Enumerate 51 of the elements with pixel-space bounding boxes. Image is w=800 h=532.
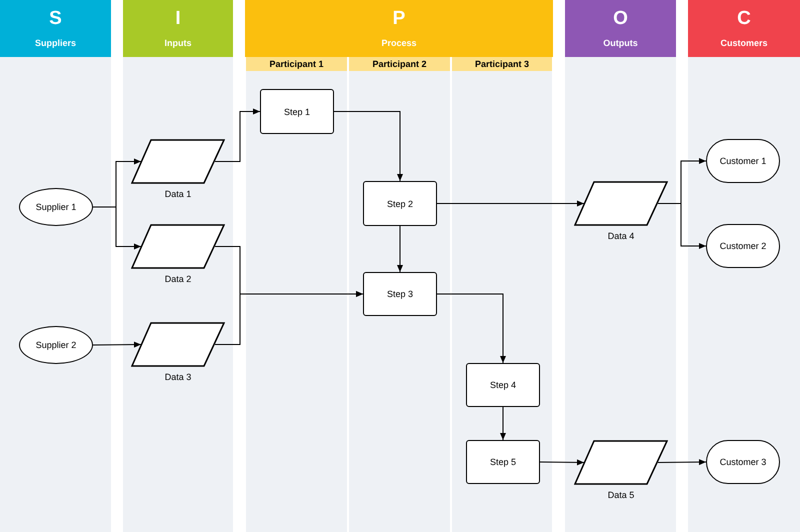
arrow	[540, 459, 584, 466]
column-letter: I	[174, 8, 182, 30]
data-parallelogram	[574, 181, 668, 226]
swimlane-column	[245, 0, 553, 532]
supplier-ellipse: Supplier 2	[19, 326, 93, 364]
lane-header: Participant 2	[349, 57, 450, 71]
data-parallelogram	[131, 139, 225, 184]
terminal-shape: Customer 2	[706, 224, 780, 268]
column-letter: C	[736, 8, 752, 30]
column-title: Outputs	[602, 37, 639, 49]
process-box: Step 1	[260, 89, 334, 134]
data-caption: Data 1	[164, 189, 192, 199]
data-caption: Data 3	[164, 372, 192, 382]
swimlane-lane	[451, 57, 553, 532]
column-letter: O	[612, 8, 629, 30]
swimlane-column	[688, 0, 800, 532]
data-caption: Data 4	[606, 231, 636, 241]
arrow	[92, 342, 142, 348]
swimlane-lane	[245, 57, 348, 532]
data-caption: Data 5	[606, 490, 636, 500]
swimlane-lane	[348, 57, 451, 532]
data-caption: Data 2	[164, 274, 192, 284]
column-title: Inputs	[164, 37, 192, 49]
data-parallelogram	[574, 440, 668, 485]
data-parallelogram	[131, 322, 225, 367]
column-letter: P	[392, 8, 406, 30]
lane-header: Participant 1	[246, 57, 347, 71]
arrow	[214, 108, 260, 162]
terminal-shape: Customer 1	[706, 139, 780, 183]
column-title: Customers	[719, 37, 768, 49]
process-box: Step 2	[363, 181, 437, 226]
arrow	[658, 459, 706, 466]
column-title: Suppliers	[34, 37, 77, 49]
arrow	[436, 200, 584, 206]
process-box: Step 4	[466, 363, 540, 407]
swimlane-column	[565, 0, 676, 532]
arrow	[334, 111, 403, 182]
process-box: Step 3	[363, 272, 437, 316]
swimlane-column	[0, 0, 111, 532]
terminal-shape: Customer 3	[706, 440, 780, 484]
data-parallelogram	[131, 224, 225, 269]
supplier-ellipse: Supplier 1	[19, 188, 93, 226]
arrow	[397, 226, 403, 272]
column-title: Process	[380, 37, 418, 49]
column-letter: S	[48, 8, 63, 30]
arrow	[436, 294, 506, 364]
arrow	[500, 406, 506, 440]
process-box: Step 5	[466, 440, 540, 484]
lane-header: Participant 3	[452, 57, 552, 71]
arrow	[214, 291, 364, 345]
swimlane-column	[123, 0, 233, 532]
